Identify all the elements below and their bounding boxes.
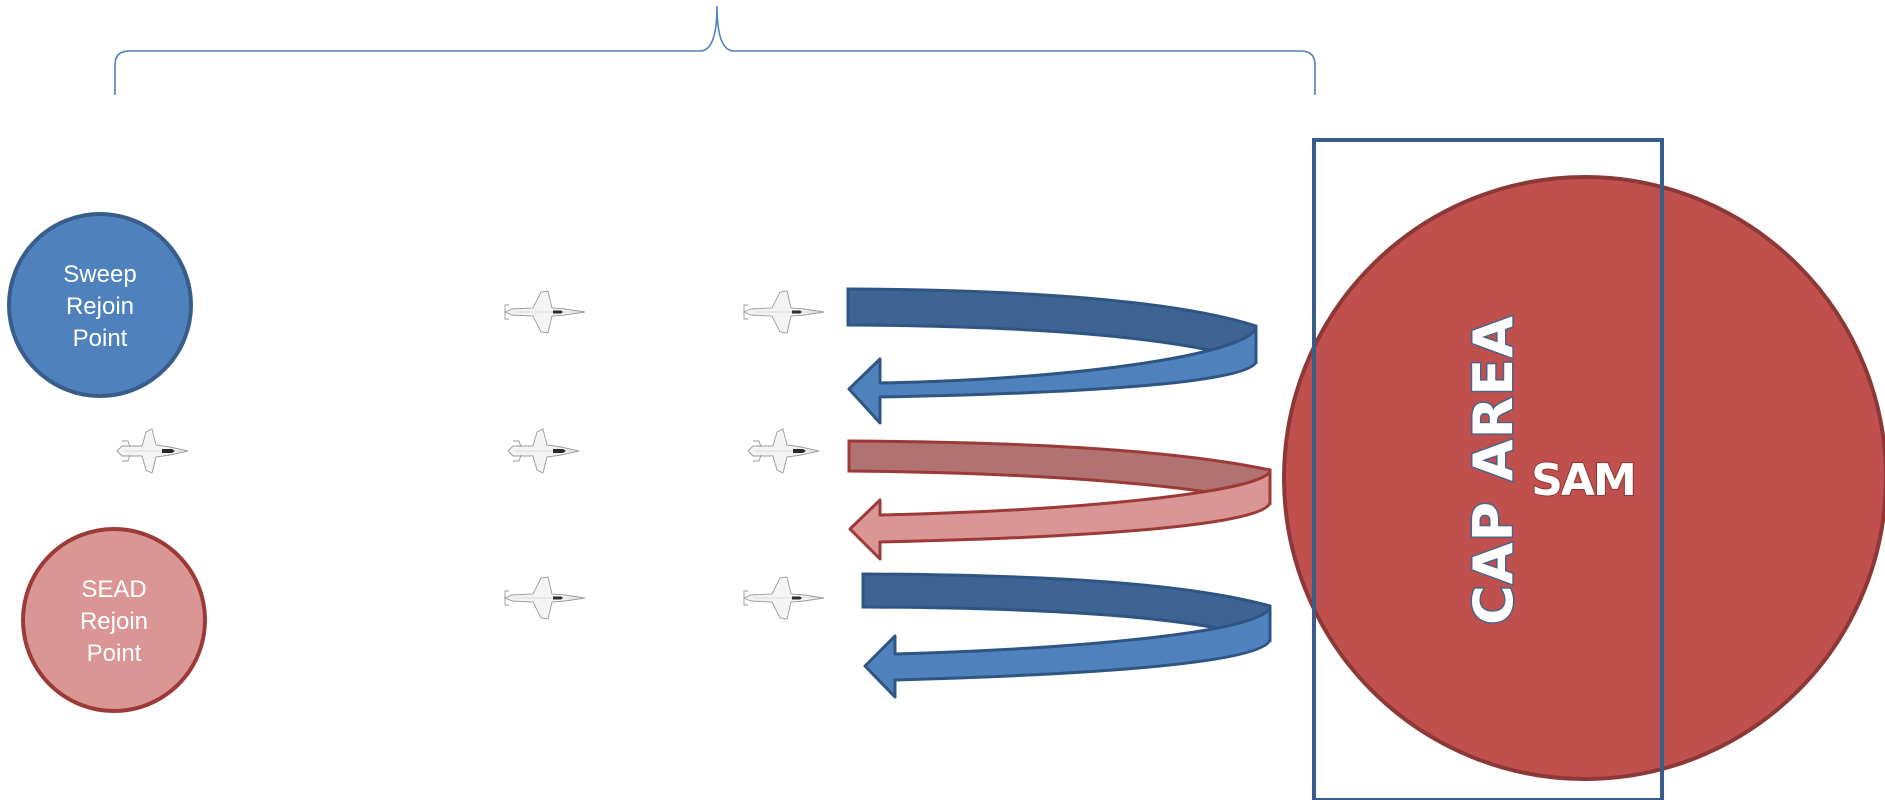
cap-area-box	[1312, 138, 1664, 800]
sead-rejoin-point: SEAD Rejoin Point	[21, 527, 207, 713]
aircraft-middle-1	[507, 428, 580, 474]
sam-threat-circle	[1282, 175, 1885, 781]
sweep-rejoin-point: Sweep Rejoin Point	[7, 212, 193, 398]
sweep-rejoin-line-1: Sweep	[63, 261, 136, 288]
top-brace	[114, 5, 1316, 95]
sweep-rejoin-line-3: Point	[73, 325, 128, 352]
cap-area-label: CAP AREA	[1462, 315, 1525, 625]
sead-rejoin-line-3: Point	[87, 640, 142, 667]
sead-rejoin-line-1: SEAD	[81, 576, 146, 603]
turn-arrow-top	[846, 287, 1258, 425]
aircraft-sweep-1a	[504, 290, 586, 334]
sam-label: SAM	[1531, 455, 1635, 506]
aircraft-lead	[116, 428, 189, 474]
sead-rejoin-circle	[21, 527, 207, 713]
aircraft-sweep-1b	[743, 290, 825, 334]
aircraft-middle-2	[747, 428, 820, 474]
sweep-rejoin-line-2: Rejoin	[66, 293, 134, 320]
aircraft-sweep-2b	[743, 576, 825, 620]
turn-arrow-bottom	[861, 572, 1272, 699]
sweep-rejoin-circle	[7, 212, 193, 398]
sead-rejoin-line-2: Rejoin	[80, 608, 148, 635]
turn-arrow-middle	[847, 439, 1272, 561]
aircraft-sweep-2a	[504, 576, 586, 620]
